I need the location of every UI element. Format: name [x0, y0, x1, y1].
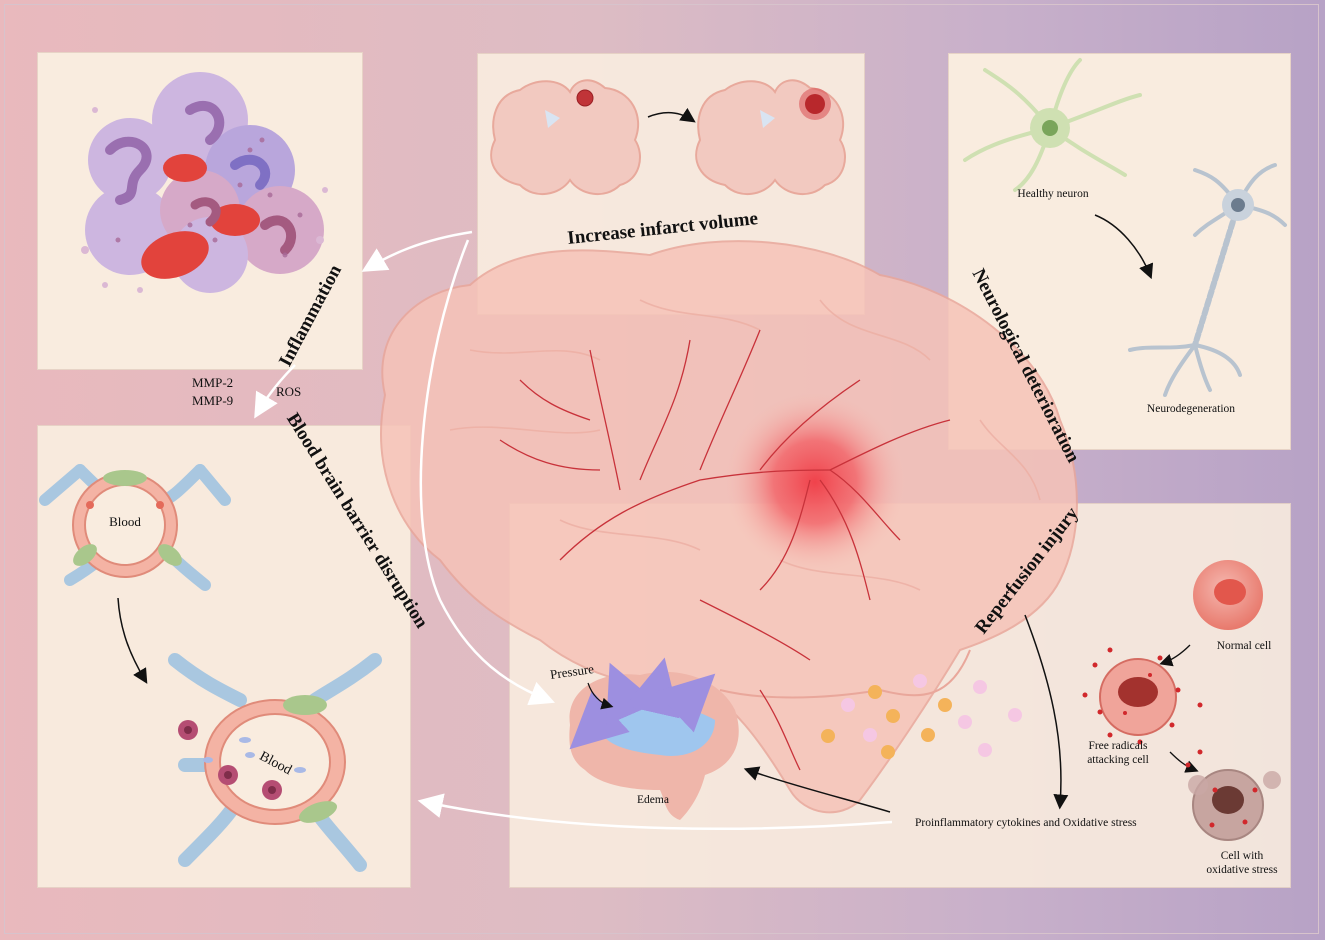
bbb-intact-vessel: [39, 464, 231, 591]
arrow-infarct-to-inflammation: [361, 230, 473, 272]
neuro-arrow: [1094, 214, 1154, 280]
cytokine-particles: [821, 674, 1022, 759]
healthy-neuron-label: Healthy neuron: [1017, 188, 1089, 200]
main-brain: [380, 240, 1078, 814]
mmp2-label: MMP-2: [192, 375, 234, 390]
infarct-hotspot: [723, 390, 907, 574]
cell-arrow-2: [1169, 751, 1199, 773]
oxidative-label-2: oxidative stress: [1206, 864, 1278, 876]
oxidative-label-1: Cell with: [1220, 850, 1264, 862]
outer-frame: [4, 4, 1319, 934]
bbb-arrow: [117, 597, 148, 684]
cell-arrow-1: [1159, 644, 1191, 667]
mmp9-label: MMP-9: [192, 393, 234, 408]
cerebral-vessels: [499, 329, 951, 771]
normal-cell-label: Normal cell: [1216, 640, 1272, 652]
brain-slice-after: [695, 79, 846, 196]
arrow-cytokines-to-bbb: [417, 793, 893, 831]
immune-cells-cluster: [81, 72, 328, 293]
brain-slice-before: [490, 79, 641, 196]
proinflammatory-label: Proinflammatory cytokines and Oxidative …: [915, 817, 1137, 829]
free-radicals-label-1: Free radicals: [1088, 740, 1148, 752]
ros-label: ROS: [276, 384, 302, 399]
bbb-disrupted-vessel: [168, 653, 382, 872]
neurodegeneration-label: Neurodegeneration: [1146, 403, 1236, 415]
healthy-neuron-art: [963, 58, 1142, 192]
arrow-infarct-to-edema: [419, 239, 555, 706]
blood-label-top: Blood: [109, 514, 141, 529]
arrow-inflammation-to-bbb: [254, 364, 296, 419]
attacked-cell-art: [1082, 647, 1203, 745]
edema-brain: [569, 657, 739, 820]
free-radicals-label-2: attacking cell: [1087, 754, 1149, 766]
arrow-cytokines-to-edema: [743, 766, 891, 813]
infarct-arrow: [647, 107, 696, 123]
normal-cell-art: [1193, 560, 1263, 630]
oxidative-cell-art: [1188, 769, 1281, 841]
degenerating-neuron-art: [1128, 163, 1287, 397]
arrow-reperfusion-to-cytokines: [1024, 614, 1069, 810]
edema-label: Edema: [637, 794, 669, 806]
